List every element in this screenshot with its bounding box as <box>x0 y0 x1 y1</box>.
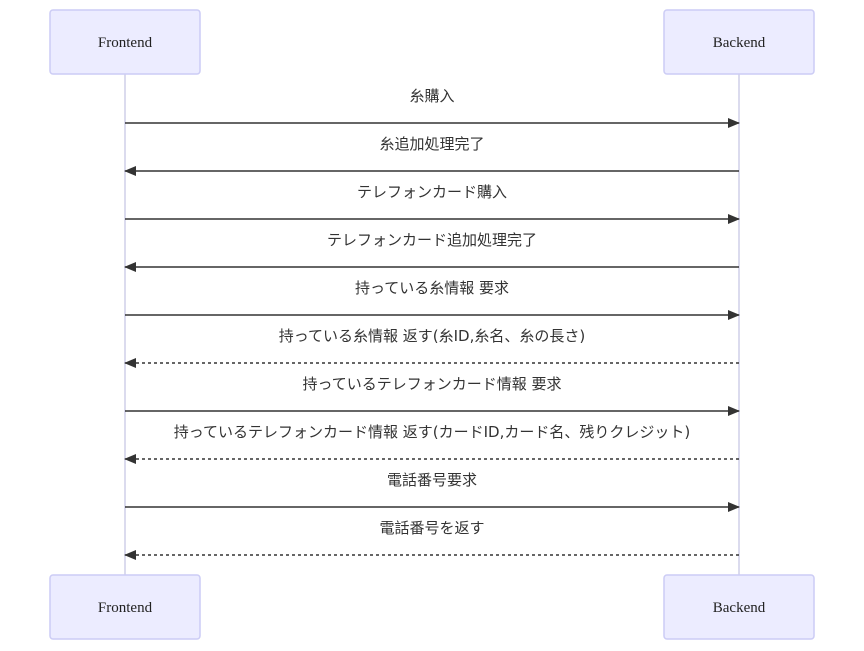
actor-backend-top: Backend <box>663 9 815 75</box>
message-1: 糸購入 <box>125 87 740 128</box>
message-label: 電話番号要求 <box>387 471 477 489</box>
message-label: 持っているテレフォンカード情報 返す(カードID,カード名、残りクレジット) <box>174 423 690 441</box>
message-label: 持っている糸情報 返す(糸ID,糸名、糸の長さ) <box>279 327 585 345</box>
actor-frontend-bottom: Frontend <box>49 574 201 640</box>
actor-box-frontend-top <box>49 9 201 75</box>
actor-label-frontend-bottom: Frontend <box>98 600 153 616</box>
message-3: テレフォンカード購入 <box>125 183 740 224</box>
message-8: 持っているテレフォンカード情報 返す(カードID,カード名、残りクレジット) <box>124 423 739 464</box>
message-7: 持っているテレフォンカード情報 要求 <box>125 375 740 416</box>
message-2: 糸追加処理完了 <box>124 135 739 176</box>
actor-box-frontend-bottom <box>49 574 201 640</box>
message-label: テレフォンカード購入 <box>357 183 507 201</box>
lifelines <box>124 74 740 575</box>
message-label: 持っている糸情報 要求 <box>355 279 509 297</box>
message-4: テレフォンカード追加処理完了 <box>124 231 739 272</box>
message-5: 持っている糸情報 要求 <box>125 279 740 320</box>
actor-frontend-top: Frontend <box>49 9 201 75</box>
actor-box-backend-bottom <box>663 574 815 640</box>
message-6: 持っている糸情報 返す(糸ID,糸名、糸の長さ) <box>124 327 739 368</box>
actor-backend-bottom: Backend <box>663 574 815 640</box>
messages: 糸購入糸追加処理完了テレフォンカード購入テレフォンカード追加処理完了持っている糸… <box>124 87 740 560</box>
message-label: 電話番号を返す <box>379 519 484 537</box>
actor-label-backend-bottom: Backend <box>713 600 766 616</box>
message-label: 糸購入 <box>409 87 454 105</box>
actor-box-backend-top <box>663 9 815 75</box>
message-10: 電話番号を返す <box>124 519 739 560</box>
message-label: テレフォンカード追加処理完了 <box>327 231 537 249</box>
message-label: 糸追加処理完了 <box>379 135 484 153</box>
message-9: 電話番号要求 <box>125 471 740 512</box>
actor-label-frontend-top: Frontend <box>98 35 153 51</box>
actor-label-backend-top: Backend <box>713 35 766 51</box>
message-label: 持っているテレフォンカード情報 要求 <box>302 375 561 393</box>
